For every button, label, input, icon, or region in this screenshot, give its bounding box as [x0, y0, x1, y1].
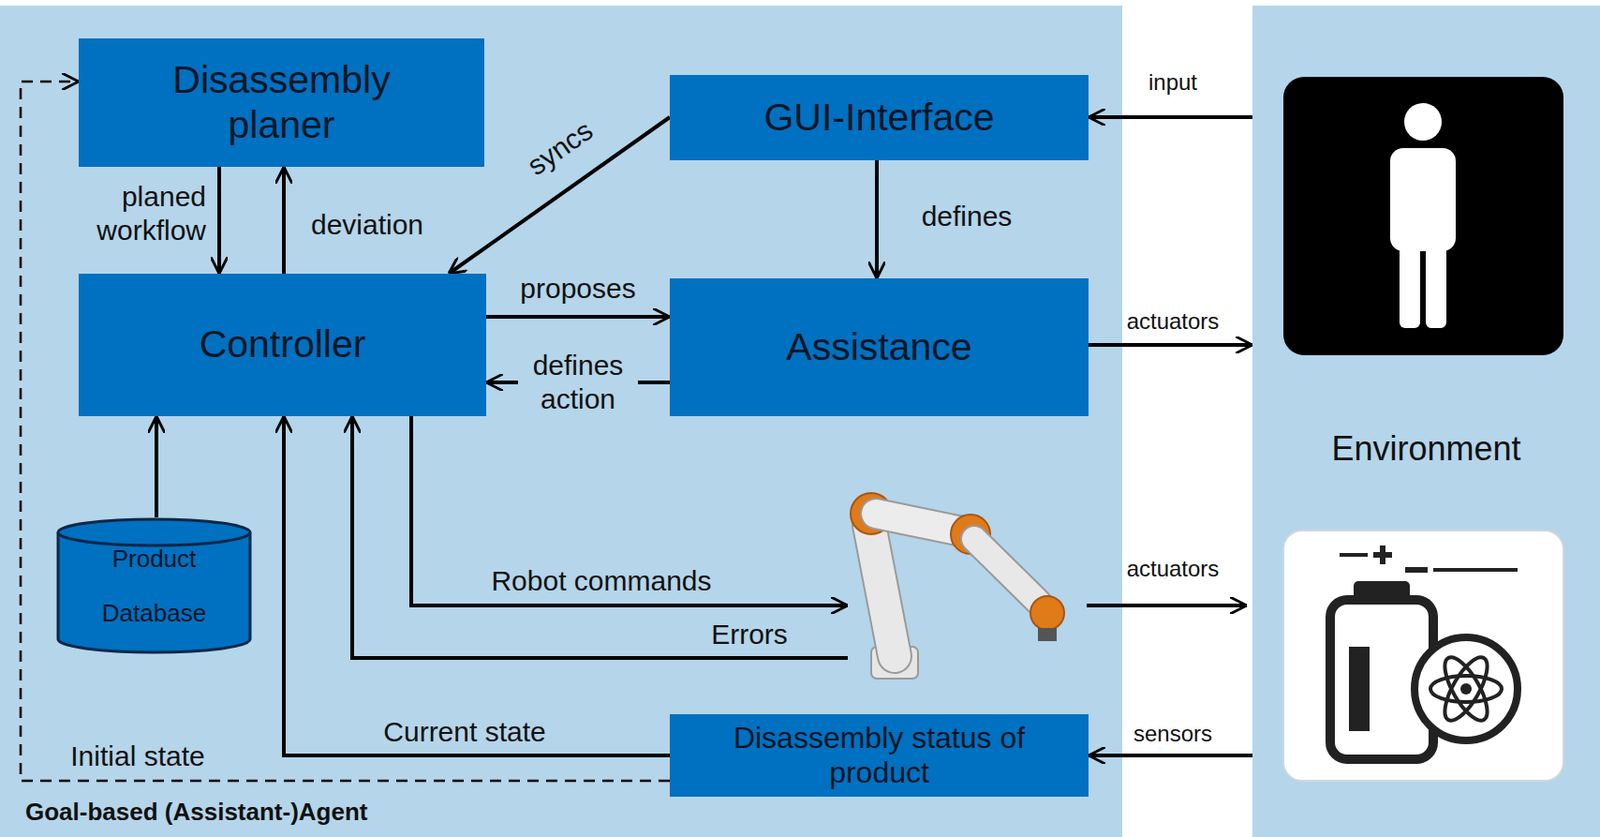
process-box: Disassembly status of product [669, 713, 1089, 797]
process-box: Assistance [669, 278, 1089, 416]
region-title: Environment [1252, 429, 1600, 469]
robot-link [869, 524, 895, 656]
battery-line [1339, 554, 1518, 570]
robot-tool [1037, 627, 1057, 641]
person-head [1404, 103, 1442, 141]
flow-arrow [217, 166, 222, 274]
box-label: Product Database [84, 531, 225, 640]
battery-cap [1353, 580, 1410, 602]
signal-label: actuators [1126, 555, 1220, 583]
edge-label: defines action [518, 346, 638, 418]
robot-actuator-line [1086, 603, 1247, 608]
battery-plus [1373, 545, 1393, 564]
atom-orbit [1437, 651, 1496, 726]
robot-flange [1030, 595, 1065, 630]
atom-orbit [1430, 675, 1502, 702]
icon-frame [1283, 76, 1564, 356]
edge-label: actuators [1126, 308, 1220, 336]
process-box: GUI-Interface [669, 74, 1089, 161]
box-label: Disassembly status of product [701, 720, 1058, 790]
person-leg [1399, 224, 1421, 328]
flow-arrow [281, 166, 286, 274]
edge-label: planed workflow [65, 179, 207, 248]
edge-label: syncs [520, 113, 599, 182]
edge-label: deviation [311, 207, 424, 242]
atom-core [1460, 682, 1472, 695]
robot-link [974, 538, 1038, 602]
process-box: Disassembly planer [78, 38, 485, 167]
person-icon [1283, 76, 1564, 356]
region-title: Goal-based (Assistant-)Agent [25, 797, 369, 827]
cylinder-shape [56, 517, 252, 654]
robot-command-line [411, 415, 848, 606]
flow-arrow [486, 314, 670, 319]
flow-arrow [154, 415, 159, 518]
edge-label: Initial state [70, 739, 205, 773]
robot-arrows [352, 415, 1247, 658]
battery-icon [1283, 530, 1564, 781]
edge-label: input [1148, 69, 1198, 97]
cylinder-rim [58, 532, 251, 546]
robot-link [974, 538, 1038, 602]
atom-orbit [1437, 651, 1496, 726]
box-label: Controller [199, 322, 367, 367]
flow-arrow [874, 160, 879, 279]
person-gap [1377, 159, 1378, 235]
flow-arrow [1088, 115, 1253, 119]
icon-frame [1283, 530, 1564, 781]
box-label: Assistance [785, 325, 972, 370]
edge-label: Current state [383, 714, 546, 749]
robot-link [869, 524, 895, 656]
signal-label: Robot commands [490, 563, 712, 598]
box-label: GUI-Interface [763, 95, 994, 140]
process-box: Controller [78, 273, 487, 416]
signal-label: Errors [711, 617, 788, 652]
edge-label: proposes [519, 271, 636, 306]
flow-arrow [1088, 753, 1253, 757]
atom-ring [1414, 637, 1518, 741]
dashed-arrow [20, 81, 670, 781]
robot-arm [850, 492, 1065, 679]
battery-band [1348, 646, 1370, 731]
cylinder-body [58, 518, 251, 652]
robot-error-line [352, 415, 848, 658]
edge-label: defines [921, 199, 1013, 234]
battery-minus [1405, 566, 1428, 573]
flow-arrow [1088, 342, 1253, 347]
database-cylinder: Product Database [56, 517, 252, 654]
box-label: Disassembly planer [132, 58, 432, 147]
edge-label: sensors [1133, 720, 1213, 748]
person-leg [1425, 224, 1447, 328]
